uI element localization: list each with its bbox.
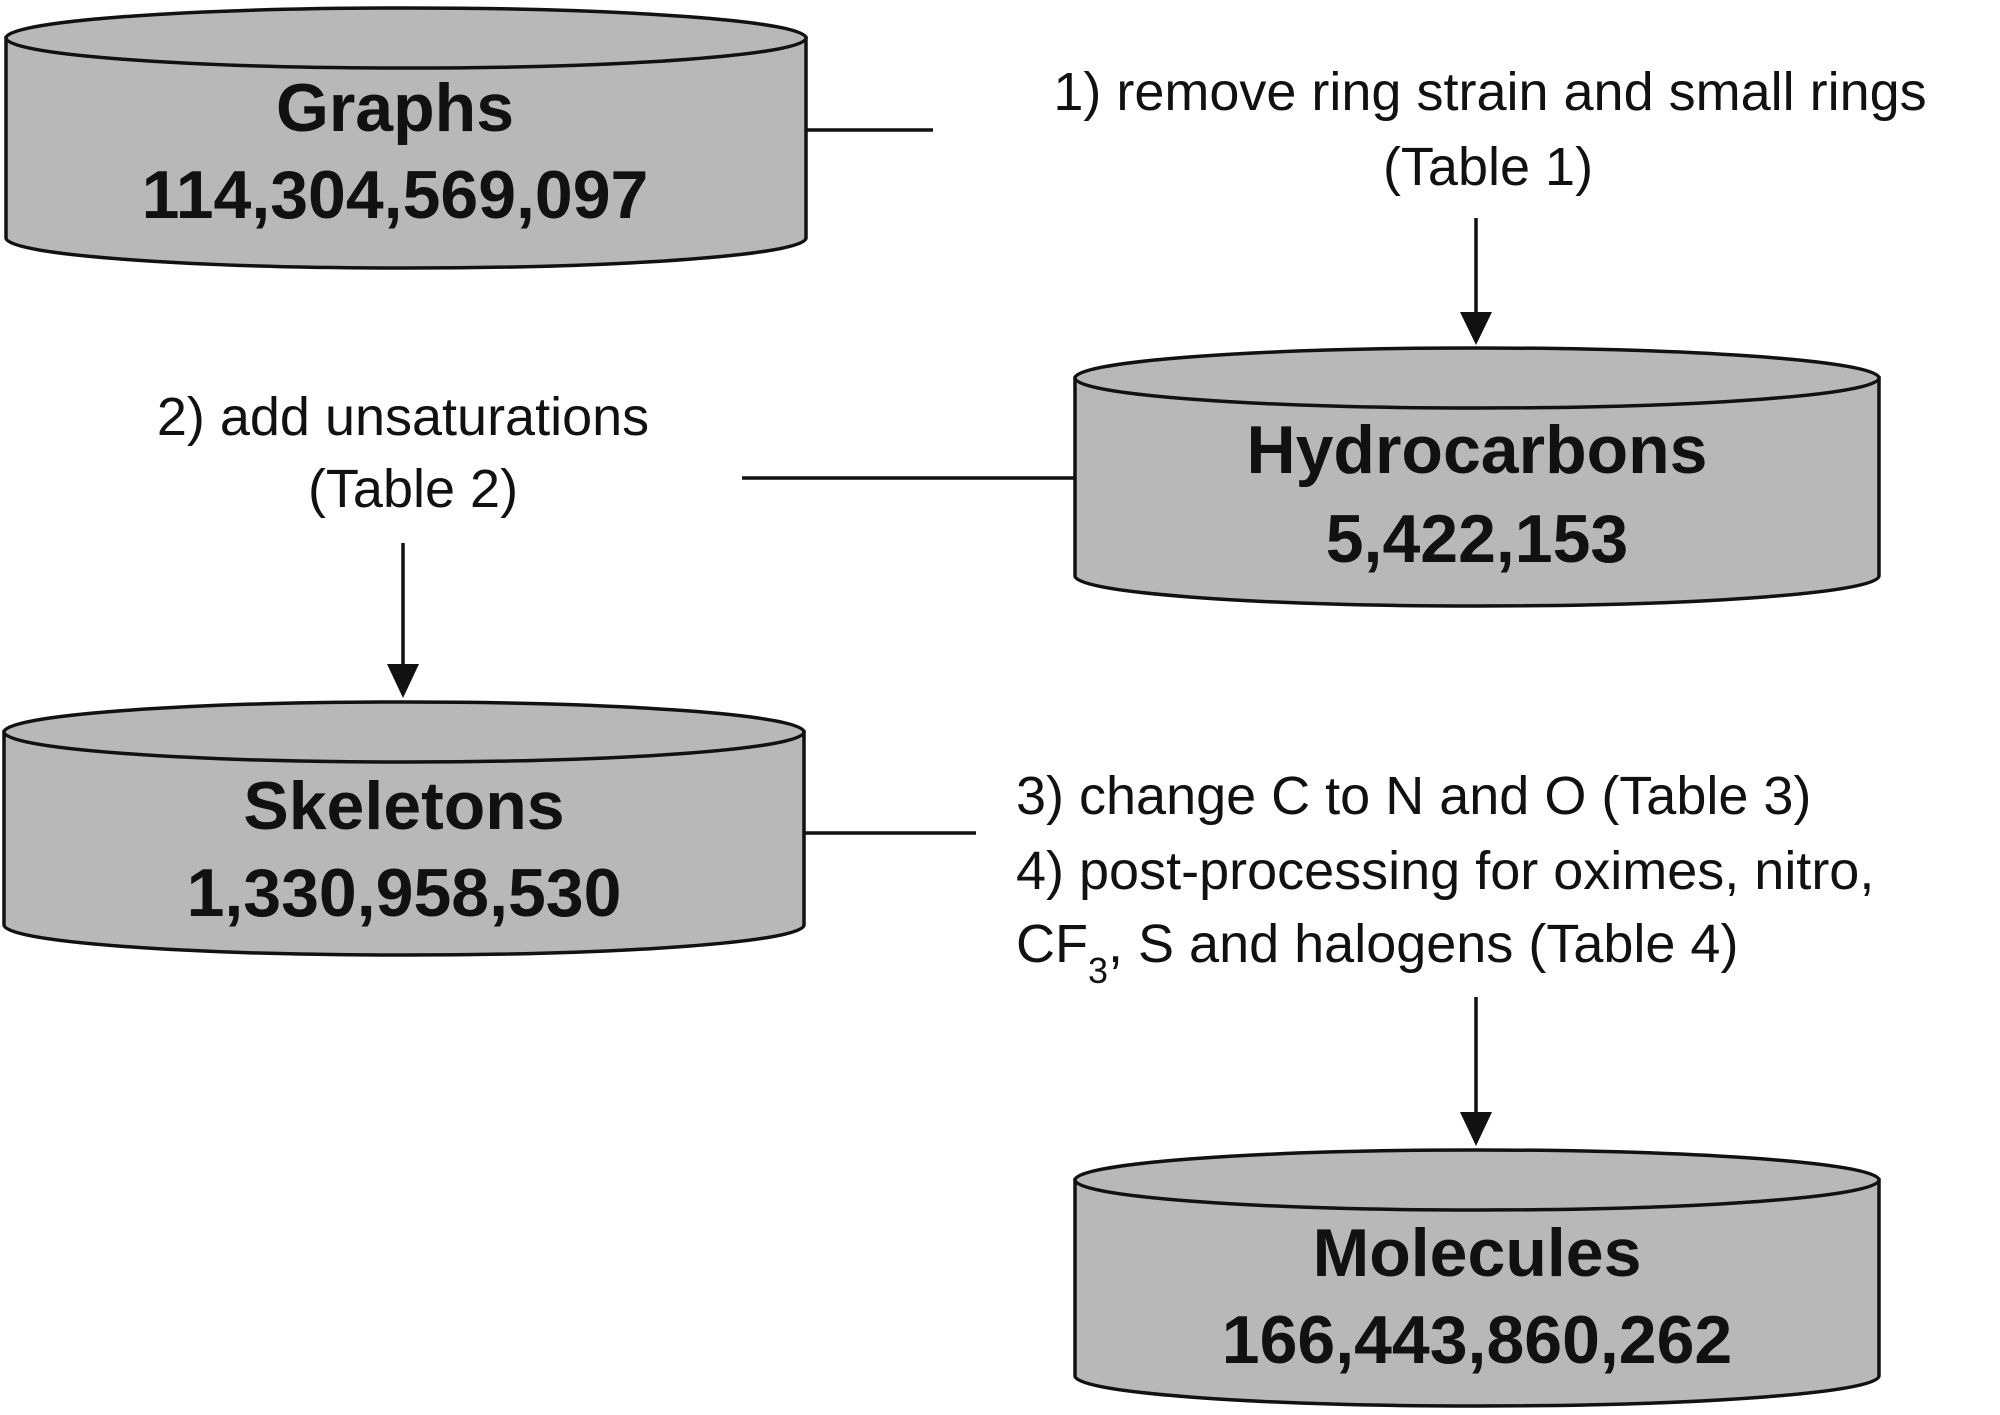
database-count: 166,443,860,262 xyxy=(1222,1302,1733,1378)
step-4-continuation: CF3, S and halogens (Table 4) xyxy=(1016,914,1738,991)
database-hydrocarbons: Hydrocarbons 5,422,153 xyxy=(1073,346,1881,608)
step-2-table-ref: (Table 2) xyxy=(308,459,518,519)
database-count: 5,422,153 xyxy=(1326,501,1629,577)
cylinder-body xyxy=(1073,1178,1881,1408)
database-skeletons: Skeletons 1,330,958,530 xyxy=(2,700,806,957)
database-molecules: Molecules 166,443,860,262 xyxy=(1073,1148,1881,1408)
cylinder-body xyxy=(1073,376,1881,608)
cf-subscript: 3 xyxy=(1088,950,1108,991)
step-3-4-label: 3) change C to N and O (Table 3) 4) post… xyxy=(1016,766,1874,991)
database-count: 1,330,958,530 xyxy=(187,855,622,931)
step-2-label: 2) add unsaturations (Table 2) xyxy=(157,387,649,519)
cylinder-body xyxy=(2,730,806,957)
database-title: Skeletons xyxy=(243,768,564,844)
arrowhead-to-molecules xyxy=(1460,1112,1492,1146)
cylinder-top xyxy=(2,700,806,764)
step-1-text: 1) remove ring strain and small rings xyxy=(1053,62,1926,122)
database-title: Graphs xyxy=(276,70,514,146)
arrowhead-to-hydrocarbons xyxy=(1460,312,1492,345)
cylinder-top xyxy=(1073,346,1881,410)
database-title: Hydrocarbons xyxy=(1247,412,1708,488)
cf-label: CF xyxy=(1016,914,1088,974)
cylinder-top xyxy=(1073,1148,1881,1212)
arrowhead-to-skeletons xyxy=(387,664,419,698)
step-4-continuation-rest: , S and halogens (Table 4) xyxy=(1108,914,1738,974)
database-graphs: Graphs 114,304,569,097 xyxy=(4,6,808,270)
cylinder-body xyxy=(4,36,808,270)
step-4-text: 4) post-processing for oximes, nitro, xyxy=(1016,841,1874,901)
step-1-label: 1) remove ring strain and small rings (T… xyxy=(1053,62,1926,197)
step-2-text: 2) add unsaturations xyxy=(157,387,649,447)
cylinder-top xyxy=(4,6,808,70)
database-count: 114,304,569,097 xyxy=(142,157,649,233)
step-1-table-ref: (Table 1) xyxy=(1383,137,1593,197)
step-3-text: 3) change C to N and O (Table 3) xyxy=(1016,766,1811,826)
database-title: Molecules xyxy=(1313,1215,1642,1291)
